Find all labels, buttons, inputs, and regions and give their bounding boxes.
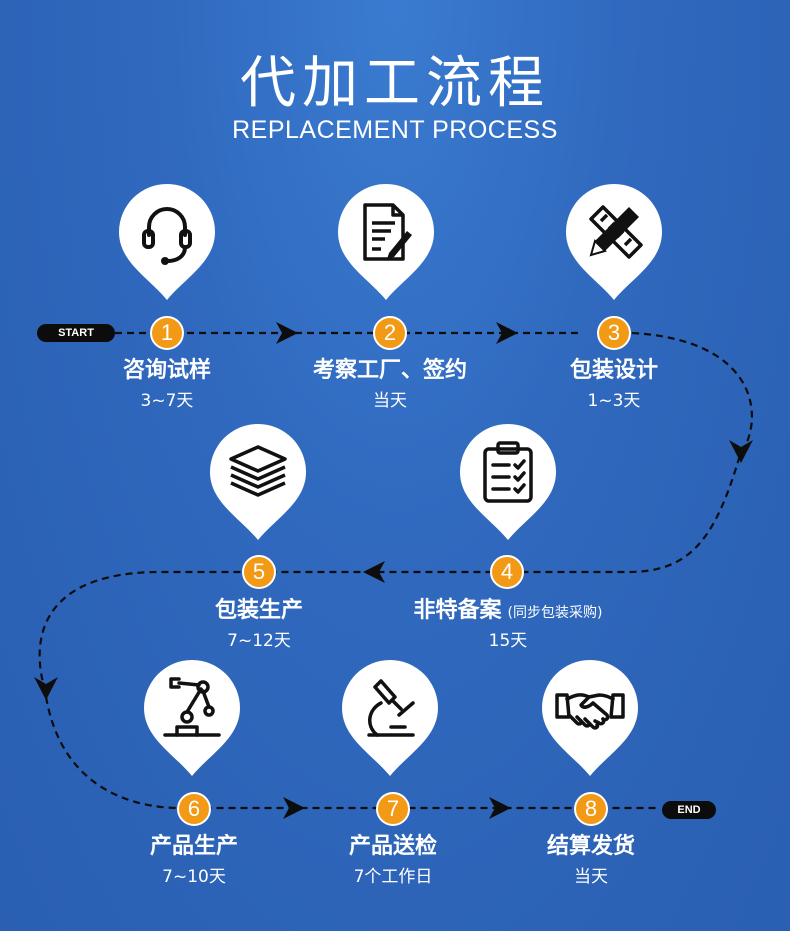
- step-duration: 15天: [488, 631, 528, 651]
- step-1-badge: 1: [150, 316, 184, 350]
- step-2-label: 考察工厂、签约 当天: [260, 352, 520, 411]
- flow-arrow: [34, 677, 58, 700]
- step-1-pin: [119, 184, 215, 300]
- step-duration: 3~7天: [140, 391, 194, 411]
- flow-arrow: [363, 561, 385, 583]
- step-note: (同步包装采购): [507, 605, 603, 621]
- end-marker: END: [662, 801, 716, 819]
- step-6-badge: 6: [177, 792, 211, 826]
- contract-icon: [363, 203, 412, 261]
- step-5-badge: 5: [242, 555, 276, 589]
- step-8-label: 结算发货 当天: [461, 828, 721, 887]
- step-name: 咨询试样: [122, 358, 211, 383]
- step-4-pin: [460, 424, 556, 540]
- flow-arrow: [489, 797, 511, 819]
- flow-arrow: [496, 322, 518, 344]
- clipboard-checklist-icon: [483, 441, 533, 503]
- step-name: 考察工厂、签约: [312, 358, 467, 383]
- layers-stack-icon: [229, 445, 287, 497]
- step-name: 包装设计: [569, 358, 658, 383]
- step-name: 结算发货: [546, 834, 635, 859]
- step-3-badge: 3: [597, 316, 631, 350]
- design-pencil-ruler-icon: [589, 205, 643, 259]
- step-duration: 7个工作日: [353, 867, 433, 887]
- step-7-pin: [342, 660, 438, 776]
- step-name: 非特备案: [413, 598, 502, 623]
- step-name: 产品送检: [348, 834, 437, 859]
- page-subtitle: REPLACEMENT PROCESS: [232, 116, 558, 144]
- step-5-pin: [210, 424, 306, 540]
- step-duration: 1~3天: [587, 391, 641, 411]
- step-duration: 7~12天: [227, 631, 291, 651]
- flow-arrow: [276, 322, 298, 344]
- step-7-label: 产品送检 7个工作日: [263, 828, 523, 887]
- step-3-label: 包装设计 1~3天: [484, 352, 744, 411]
- step-name: 包装生产: [214, 598, 303, 623]
- step-5-label: 包装生产 7~12天: [129, 592, 389, 651]
- microscope-icon: [367, 679, 415, 737]
- step-duration: 7~10天: [162, 867, 226, 887]
- step-2-badge: 2: [373, 316, 407, 350]
- step-3-pin: [566, 184, 662, 300]
- step-6-pin: [144, 660, 240, 776]
- step-4-label: 非特备案 (同步包装采购) 15天: [378, 592, 638, 651]
- step-8-badge: 8: [574, 792, 608, 826]
- start-marker: START: [37, 324, 115, 342]
- step-1-label: 咨询试样 3~7天: [37, 352, 297, 411]
- robot-arm-icon: [163, 677, 221, 737]
- handshake-icon: [555, 693, 625, 730]
- step-duration: 当天: [574, 867, 608, 887]
- step-8-pin: [542, 660, 638, 776]
- step-duration: 当天: [373, 391, 407, 411]
- step-7-badge: 7: [376, 792, 410, 826]
- step-name: 产品生产: [149, 834, 238, 859]
- flow-arrow: [729, 440, 753, 463]
- headset-icon: [142, 207, 192, 265]
- step-4-badge: 4: [490, 555, 524, 589]
- page-title: 代加工流程: [240, 51, 550, 116]
- step-6-label: 产品生产 7~10天: [64, 828, 324, 887]
- step-2-pin: [338, 184, 434, 300]
- flow-arrow: [283, 797, 305, 819]
